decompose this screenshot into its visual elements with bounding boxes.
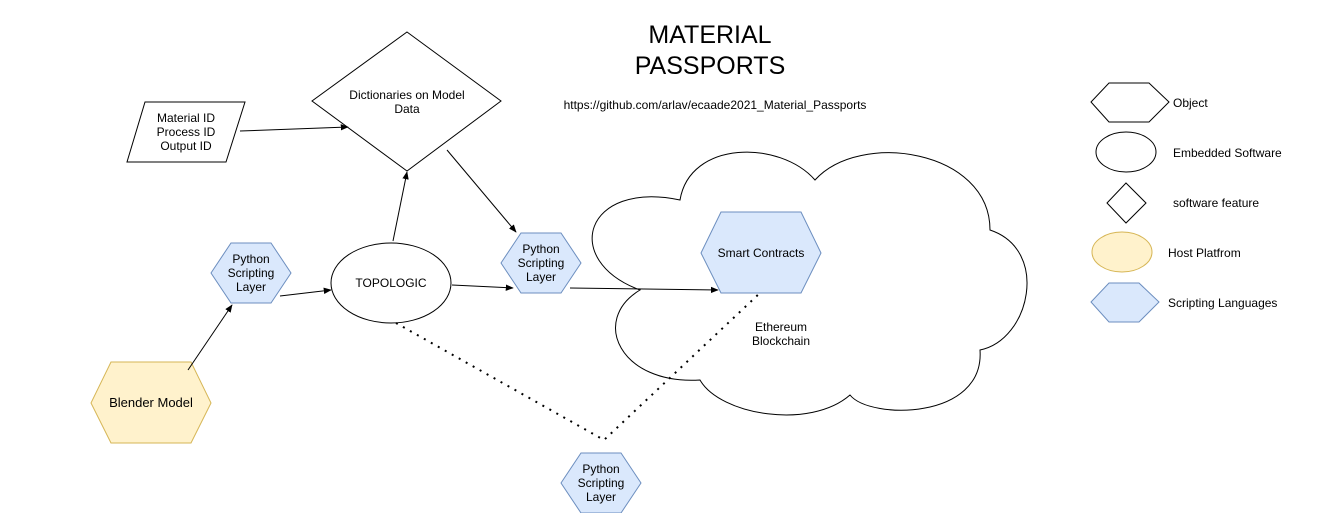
python-mid-line-1: Python [522, 242, 560, 256]
legend-scripting-label: Scripting Languages [1168, 296, 1278, 310]
python-bottom-line-3: Layer [585, 490, 617, 504]
title-line-2: PASSPORTS [634, 52, 786, 80]
python-layer-mid-hexagon [500, 232, 582, 294]
legend-host-label: Host Platfrom [1168, 246, 1241, 260]
python-left-line-3: Layer [235, 280, 267, 294]
smart-contracts-label: Smart Contracts [717, 246, 805, 260]
legend-object-hexagon [1090, 82, 1170, 123]
legend-embedded-ellipse [1095, 131, 1157, 173]
diagram-title: MATERIAL PASSPORTS [560, 20, 860, 82]
arrow-python-left-to-topologic [279, 287, 332, 297]
python-left-label: Python Scripting Layer [211, 252, 291, 294]
ids-label-line-3: Output ID [160, 139, 212, 153]
title-line-1: MATERIAL [648, 21, 772, 49]
ethereum-cloud [591, 151, 1028, 416]
python-bottom-line-2: Scripting [577, 476, 625, 490]
python-left-line-1: Python [232, 252, 270, 266]
arrow-topologic-to-python-mid [451, 284, 514, 291]
arrow-python-mid-to-smart-contracts [569, 286, 719, 294]
dictionaries-label-line-2: Data [394, 102, 420, 116]
topologic-label: TOPOLOGIC [355, 276, 427, 290]
repo-url: https://github.com/arlav/ecaade2021_Mate… [563, 98, 867, 112]
blender-model-hexagon [90, 361, 212, 444]
python-layer-bottom-hexagon [560, 452, 642, 513]
legend-feature-label: software feature [1173, 196, 1260, 210]
ethereum-line-1: Ethereum [754, 320, 808, 334]
ethereum-label: Ethereum Blockchain [731, 320, 831, 348]
python-left-line-2: Scripting [227, 266, 275, 280]
blender-model-label: Blender Model [109, 395, 193, 410]
arrow-blender-to-python-left [187, 304, 233, 371]
ethereum-line-2: Blockchain [751, 334, 811, 348]
dictionaries-label-line-1: Dictionaries on Model [349, 88, 465, 102]
ids-label-line-2: Process ID [156, 125, 216, 139]
legend-feature-diamond [1106, 182, 1147, 224]
legend-scripting-hexagon [1090, 282, 1160, 323]
arrow-ids-to-dictionaries [239, 124, 349, 132]
python-mid-line-2: Scripting [517, 256, 565, 270]
dictionaries-label: Dictionaries on Model Data [337, 88, 477, 116]
smart-contracts-hexagon [700, 211, 822, 294]
ids-label: Material ID Process ID Output ID [136, 111, 236, 153]
legend-embedded-label: Embedded Software [1173, 146, 1282, 160]
python-mid-label: Python Scripting Layer [501, 242, 581, 284]
topologic-ellipse [330, 242, 452, 324]
arrow-dictionaries-to-python-mid [446, 149, 517, 233]
python-bottom-line-1: Python [582, 462, 620, 476]
ids-parallelogram [126, 101, 246, 163]
python-layer-left-hexagon [210, 242, 292, 304]
legend-object-label: Object [1173, 96, 1208, 110]
arrow-topologic-to-dictionaries [392, 171, 409, 242]
python-bottom-label: Python Scripting Layer [561, 462, 641, 504]
legend-host-ellipse [1091, 231, 1153, 273]
dictionaries-diamond [311, 31, 502, 172]
python-mid-line-3: Layer [525, 270, 557, 284]
ids-label-line-1: Material ID [156, 111, 215, 125]
